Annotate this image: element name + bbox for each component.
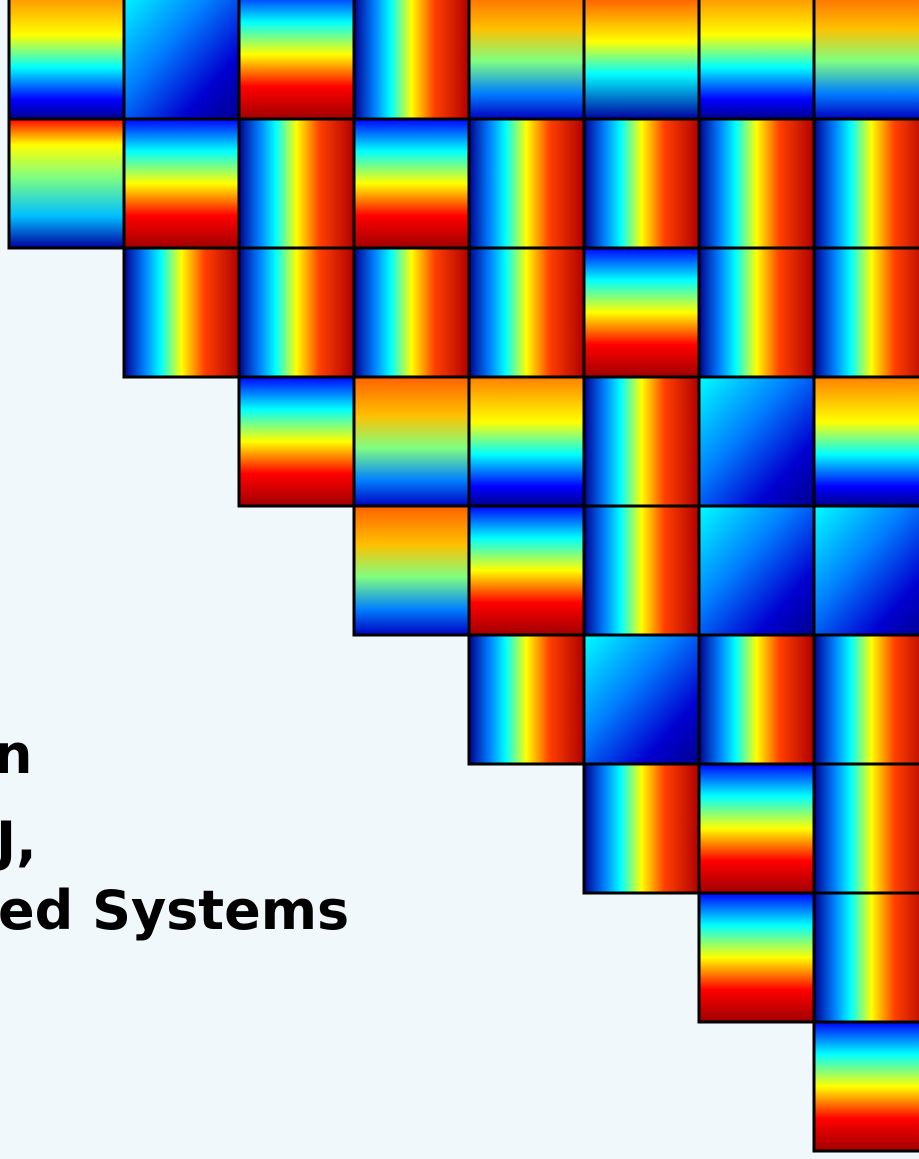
mode-tile	[812, 891, 919, 1024]
mode-tile	[122, 0, 241, 121]
mode-tile	[582, 117, 701, 250]
mode-tile	[697, 0, 816, 121]
mode-tile	[697, 246, 816, 379]
mode-tile	[582, 504, 701, 637]
mode-tiles	[7, 0, 919, 1153]
mode-tile	[237, 117, 356, 250]
mode-tile	[467, 504, 586, 637]
mode-tile	[467, 246, 586, 379]
mode-tile	[697, 633, 816, 766]
mode-tile	[7, 0, 126, 121]
mode-tile	[467, 633, 586, 766]
mode-tile	[467, 0, 586, 121]
mode-tile	[7, 117, 126, 250]
mode-tile	[237, 246, 356, 379]
mode-tile	[122, 246, 241, 379]
mode-tile	[352, 117, 471, 250]
mode-tile	[812, 633, 919, 766]
mode-tile	[812, 762, 919, 895]
title-line-2: J,	[0, 810, 37, 873]
mode-tile	[812, 0, 919, 121]
mode-tile	[812, 1020, 919, 1153]
mode-tile	[352, 0, 471, 121]
mode-tile	[582, 762, 701, 895]
mode-tile	[582, 375, 701, 508]
mode-tile	[352, 375, 471, 508]
title-line-3: ed Systems	[0, 879, 350, 942]
mode-tile	[697, 117, 816, 250]
mode-tile	[697, 504, 816, 637]
mode-tile	[467, 117, 586, 250]
mode-tile	[812, 375, 919, 508]
mode-tile	[697, 375, 816, 508]
mode-tile	[812, 504, 919, 637]
mode-tile	[697, 891, 816, 1024]
title-line-1: n	[0, 723, 33, 786]
mode-tile	[237, 0, 356, 121]
mode-tile	[237, 375, 356, 508]
mode-tile	[812, 246, 919, 379]
mode-tile	[352, 246, 471, 379]
mode-tile	[467, 375, 586, 508]
mode-tile	[812, 117, 919, 250]
mode-tile	[582, 246, 701, 379]
mode-tile	[122, 117, 241, 250]
mode-tile	[697, 762, 816, 895]
mode-tile	[582, 633, 701, 766]
mode-tile	[352, 504, 471, 637]
mode-tile	[582, 0, 701, 121]
